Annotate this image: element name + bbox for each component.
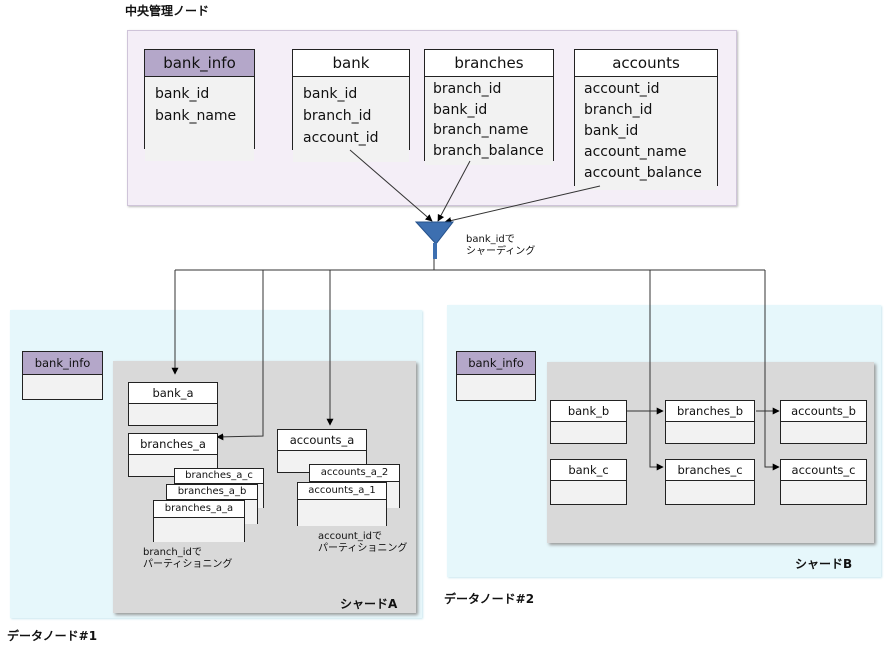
column-name: branch_name [433,122,529,138]
column-name: bank_id [155,86,210,102]
branch-partition-note-line1: branch_idで [143,547,202,558]
central-table-branches: branches branch_id bank_id branch_name b… [424,49,554,165]
column-name: account_id [303,130,379,146]
shard-a-bank-info: bank_info [22,351,103,400]
shard-b-accounts-c: accounts_c [780,459,867,505]
column-name: branch_id [303,108,372,124]
table-name: bank [293,50,409,77]
column-name: branch_id [584,102,653,118]
table-name: bank_b [551,401,626,422]
column-name: bank_name [155,108,237,124]
shard-b-panel [547,362,874,543]
shard-a-label: シャードA [340,597,398,611]
table-name: accounts_a [278,430,366,451]
sharding-label-line1: bank_idで [466,234,515,245]
data-node-1-title: データノード#1 [7,629,98,643]
shard-b-bank-b: bank_b [550,400,627,444]
table-name: bank_info [145,50,254,77]
column-name: account_id [584,81,660,97]
shard-b-branches-c: branches_c [665,459,755,505]
column-name: bank_id [584,123,639,139]
table-name: branches_a_a [154,501,244,518]
table-name: branches_c [666,460,754,481]
shard-a-accounts-a-1: accounts_a_1 [297,482,387,526]
column-name: branch_balance [433,142,544,159]
table-name: bank_info [23,352,102,375]
column-name: account_name [584,144,687,160]
table-name: branches_a [129,434,217,455]
table-name: accounts_a_1 [298,483,386,500]
shard-b-accounts-b: accounts_b [780,400,867,444]
shard-a-bank-a: bank_a [128,382,218,426]
funnel-icon [414,221,455,259]
column-name: account_balance [584,165,702,181]
table-name: bank_c [551,460,626,481]
shard-b-label: シャードB [795,557,853,571]
central-table-bank: bank bank_id branch_id account_id [292,49,410,162]
table-name: branches_b [666,401,754,422]
table-name: branches_a_c [175,469,263,484]
table-name: branches [425,50,553,77]
table-name: branches_a_b [167,485,257,500]
column-name: bank_id [303,86,358,102]
table-name: accounts [575,50,717,77]
column-name: bank_id [433,101,488,118]
shard-a-branches-a-a: branches_a_a [153,500,245,542]
shard-b-bank-c: bank_c [550,459,627,505]
account-partition-note-line1: account_idで [318,531,382,542]
column-name: branch_id [433,81,502,97]
branch-partition-note-line2: パーティショニング [143,559,233,570]
table-name: accounts_b [781,401,866,422]
central-node-title: 中央管理ノード [125,4,210,18]
shard-b-branches-b: branches_b [665,400,755,444]
table-name: accounts_c [781,460,866,481]
central-table-accounts: accounts account_id branch_id bank_id ac… [574,49,718,190]
account-partition-note-line2: パーティショニング [318,543,408,554]
data-node-2-title: データノード#2 [444,592,535,606]
table-name: bank_a [129,383,217,404]
table-name: bank_info [457,352,535,375]
shard-b-bank-info: bank_info [456,351,536,401]
central-table-bank-info: bank_info bank_id bank_name [144,49,255,161]
table-name: accounts_a_2 [310,465,399,482]
sharding-label-line2: シャーディング [466,246,536,257]
